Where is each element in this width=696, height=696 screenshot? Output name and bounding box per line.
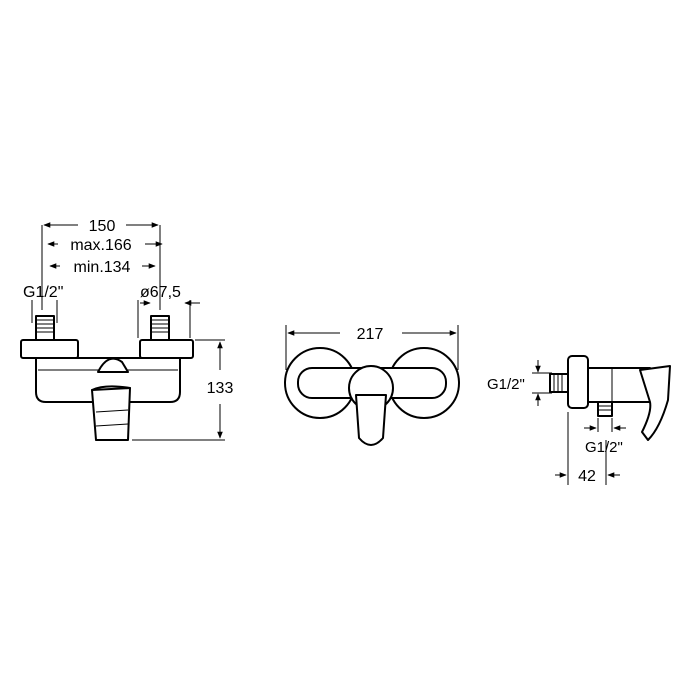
- dim-217-label: 217: [357, 326, 384, 343]
- thread-label-side-top: G1/2": [487, 376, 525, 393]
- dim-150: 150: [41, 218, 161, 310]
- dim-42-label: 42: [578, 468, 596, 485]
- dim-min-label: min.134: [74, 259, 131, 276]
- flange-right: [139, 339, 194, 359]
- diameter-label: ø67,5: [140, 284, 181, 301]
- inlet-left: [35, 315, 55, 341]
- left-view: 150 max.166 min.134 G1/2" ø67,5: [20, 218, 234, 441]
- front-view: 217: [284, 325, 460, 446]
- dim-217: 217: [285, 325, 459, 370]
- dim-133: 133: [132, 339, 234, 441]
- side-outlet: [597, 401, 613, 417]
- thread-label-left: G1/2": [23, 284, 63, 301]
- side-view: G1/2" G1/2": [487, 355, 671, 485]
- lever-top: [97, 357, 129, 373]
- side-lever: [639, 365, 671, 441]
- inlet-right: [150, 315, 170, 341]
- dim-max-label: max.166: [70, 237, 131, 254]
- spout: [91, 387, 131, 441]
- flange-left: [20, 339, 79, 359]
- dim-133-label: 133: [207, 380, 234, 397]
- side-flange: [567, 355, 589, 409]
- dim-42: 42: [555, 412, 620, 485]
- dim-max: max.166: [47, 237, 163, 254]
- valve-body: [35, 357, 181, 403]
- side-inlet: [549, 373, 569, 393]
- dim-min: min.134: [49, 259, 156, 276]
- front-lever: [355, 394, 387, 446]
- dim-150-label: 150: [89, 218, 116, 235]
- thread-label-side-bottom: G1/2": [585, 439, 623, 456]
